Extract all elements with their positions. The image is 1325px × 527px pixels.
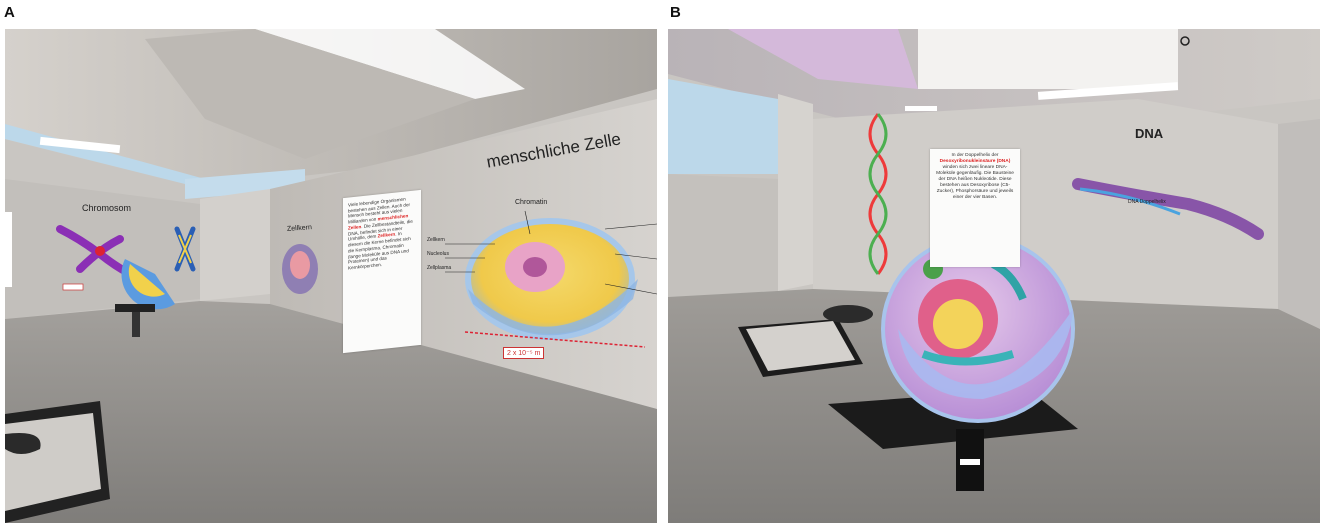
- dna-double-helix-label: DNA Doppelhelix: [1128, 199, 1166, 205]
- panel-a-vr-scene: Chromosom Zellkern menschliche Zelle Chr…: [5, 29, 657, 523]
- info-card-human-cell: Viele lebendige Organismen bestehen aus …: [343, 189, 421, 354]
- diagram-label-3: Zellplasma: [427, 265, 452, 271]
- chromatin-label: Chromatin: [515, 199, 548, 206]
- dna-title: DNA: [1135, 126, 1164, 141]
- diagram-label-1: Zellkern: [427, 237, 445, 243]
- chromosome-label: Chromosom: [82, 203, 132, 213]
- panel-a-room-illustration: [5, 29, 657, 523]
- panel-a-letter: A: [4, 4, 15, 21]
- info-card-dna: In der Doppelhelix der Desoxyribonuklein…: [930, 149, 1020, 267]
- panel-b-vr-scene: DNA DNA Doppelhelix In der Doppelhelix d…: [668, 29, 1320, 523]
- diagram-label-2: Nucleolus: [427, 251, 449, 257]
- dna-card-text-2: winden sich zwei lineare DNA-Moleküle ge…: [936, 164, 1014, 200]
- scale-label: 2 x 10⁻⁵ m: [503, 347, 545, 359]
- dna-card-text-1: In der Doppelhelix der: [951, 153, 999, 158]
- dna-card-highlight: Desoxyribonukleinsäure (DNA): [939, 158, 1011, 164]
- panel-b-room-illustration: [668, 29, 1320, 523]
- panel-b-letter: B: [670, 4, 681, 21]
